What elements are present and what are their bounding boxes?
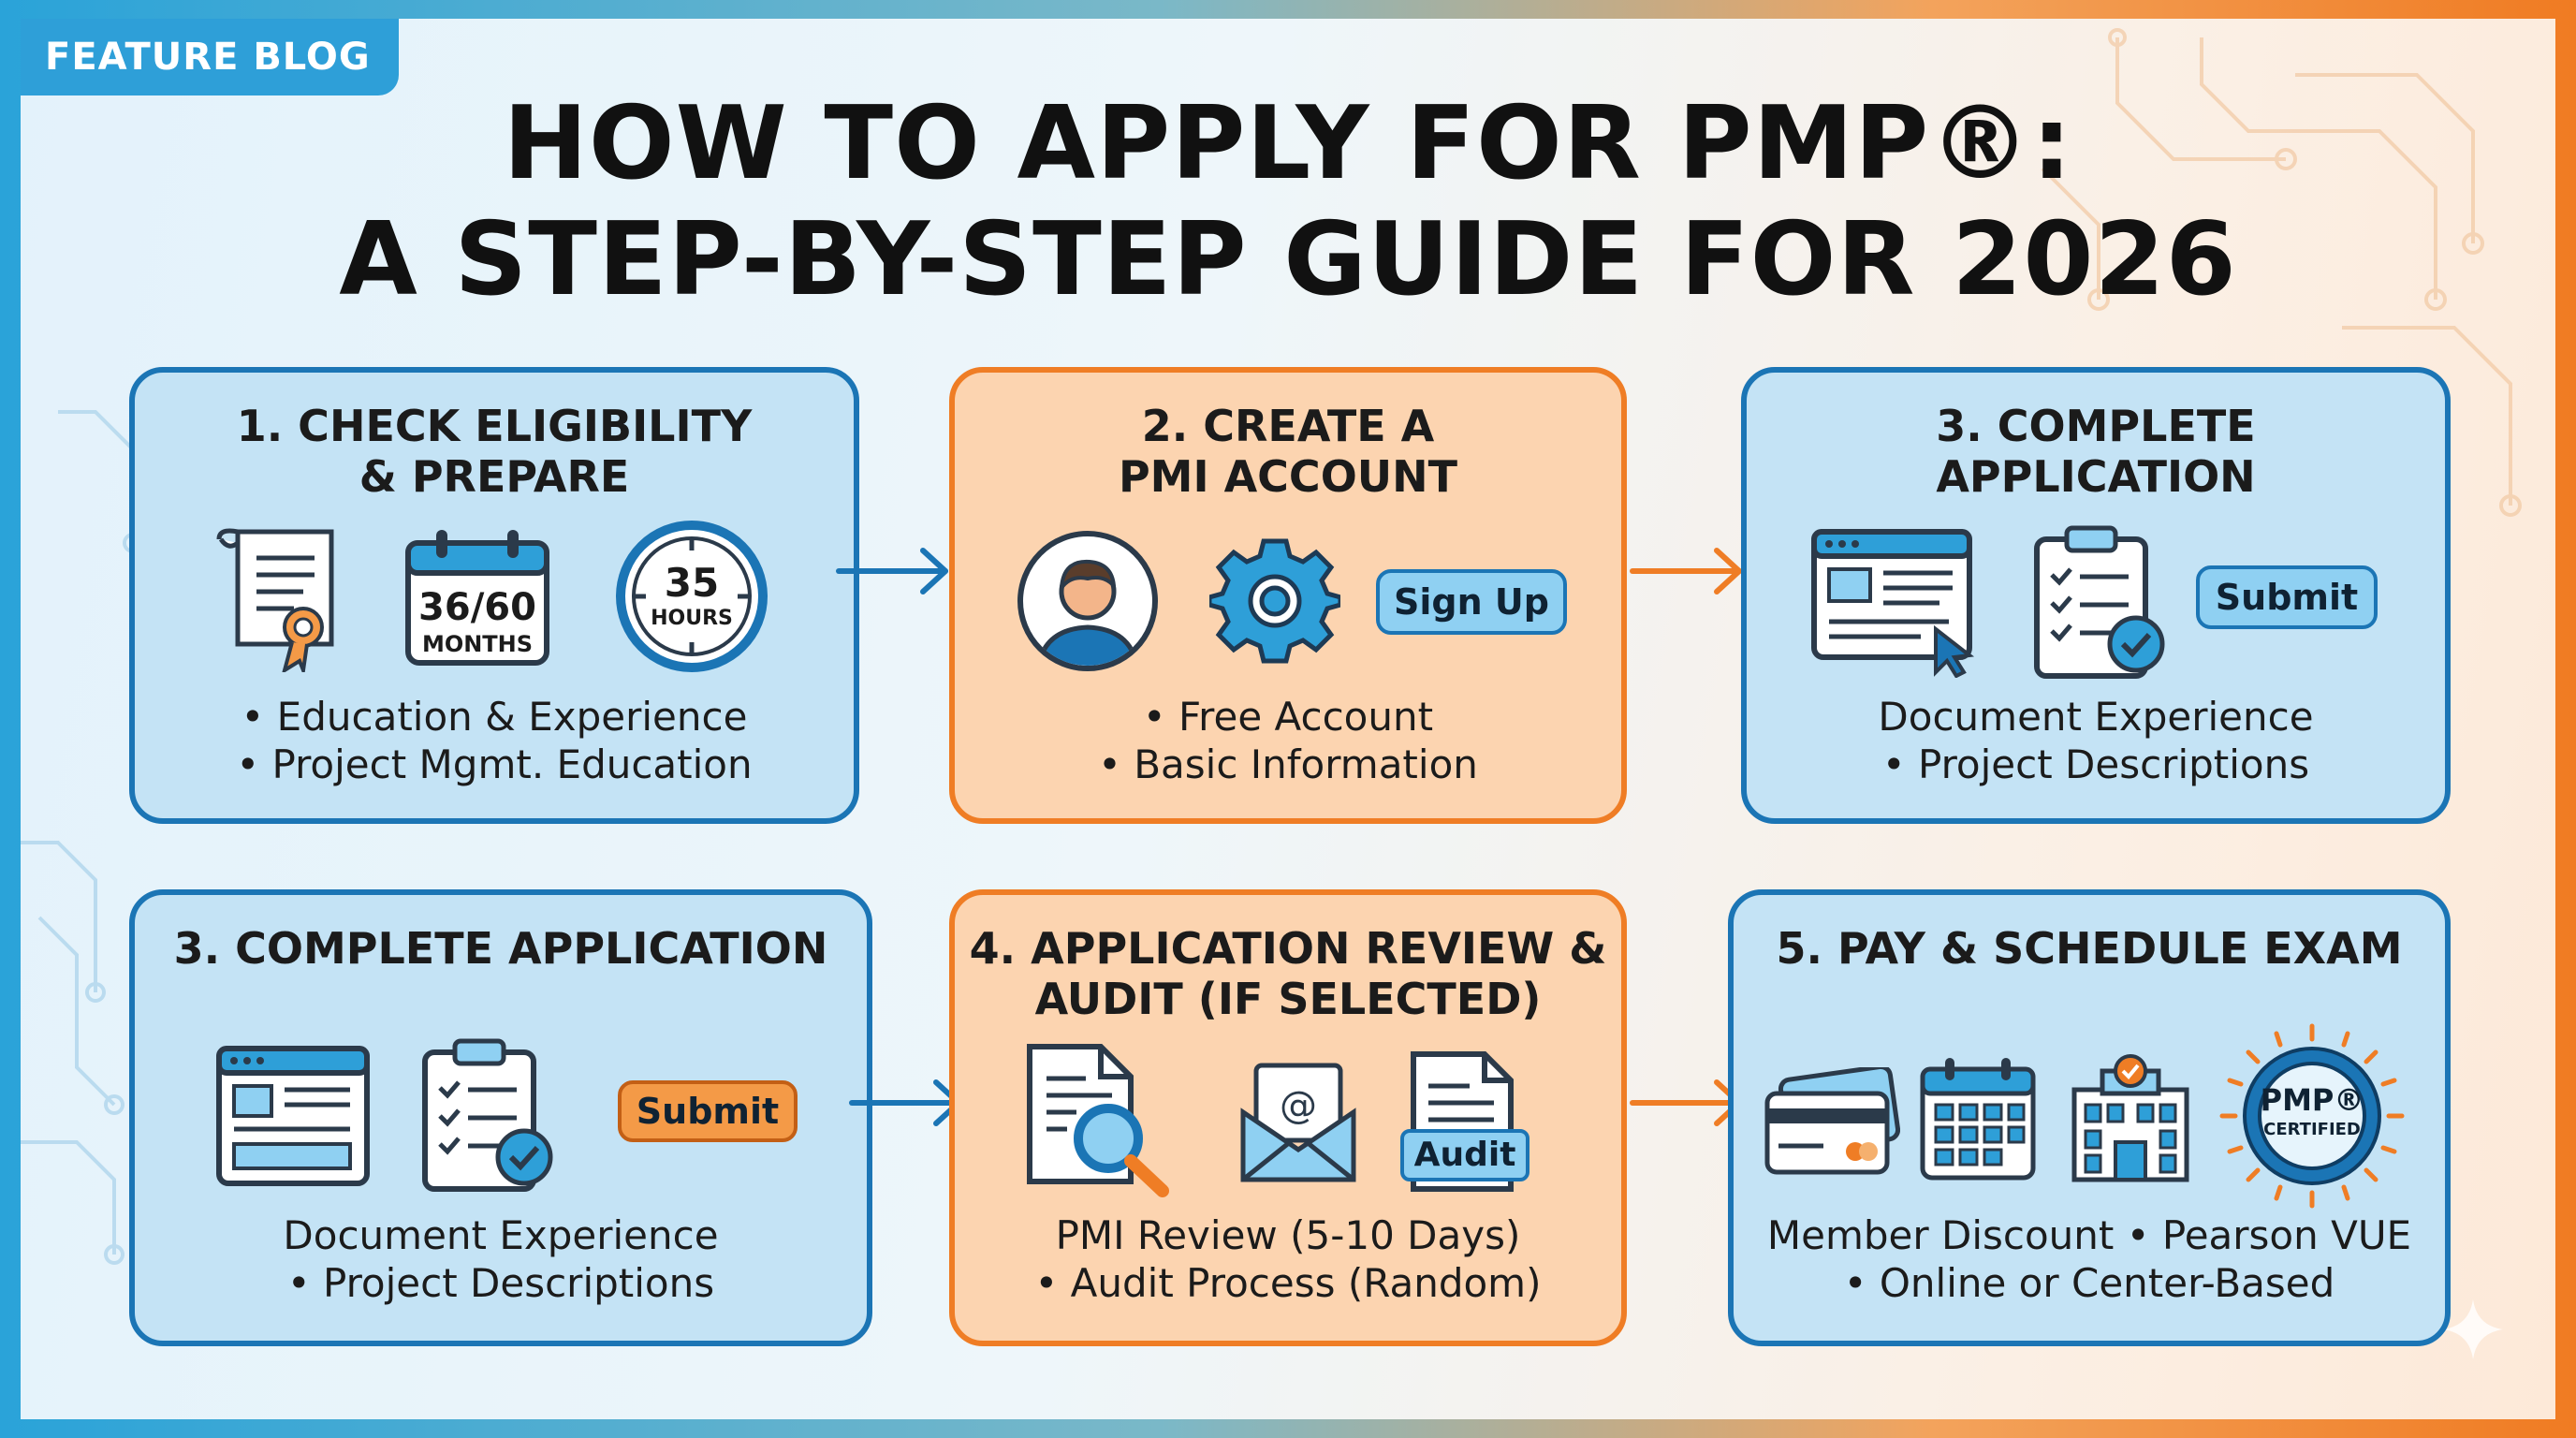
card-bullet: • Project Mgmt. Education <box>236 741 753 787</box>
circuit-background-decoration <box>21 28 2522 1359</box>
audit-label: Audit <box>1400 1129 1530 1181</box>
card-title: 4. APPLICATION REVIEW & AUDIT (IF SELECT… <box>955 923 1621 1024</box>
calendar-months-label: MONTHS <box>421 631 534 657</box>
card-bullet: PMI Review (5-10 Days) <box>1055 1212 1521 1258</box>
card-bullet: Document Experience <box>283 1212 719 1258</box>
certified-badge-icon <box>2219 1023 2405 1209</box>
step-card-check-eligibility: 1. CHECK ELIGIBILITY & PREPARE 36/60 MON… <box>129 367 859 824</box>
card-title: 3. COMPLETE APPLICATION <box>1747 401 2445 502</box>
calendar-months-value: 36/60 <box>418 586 536 629</box>
calendar-icon <box>405 530 549 666</box>
card-description: • Free Account • Basic Information <box>955 693 1621 788</box>
card-title-line: & PREPARE <box>359 451 630 502</box>
browser-window-icon <box>216 1046 370 1186</box>
step-card-pay-schedule: 5. PAY & SCHEDULE EXAM <box>1728 889 2451 1346</box>
test-center-building-icon <box>2071 1054 2189 1182</box>
gear-icon <box>1209 538 1340 664</box>
flow-arrow-icon <box>1630 548 1742 594</box>
email-envelope-icon: @ <box>1240 1063 1356 1182</box>
step-card-complete-application-top: 3. COMPLETE APPLICATION Su <box>1741 367 2451 824</box>
card-title: 2. CREATE A PMI ACCOUNT <box>955 401 1621 502</box>
card-title-line: 4. APPLICATION REVIEW & <box>969 923 1607 974</box>
card-bullet: • Basic Information <box>1098 741 1478 787</box>
card-title-line: PMI ACCOUNT <box>1118 451 1458 502</box>
svg-text:@: @ <box>1280 1084 1317 1127</box>
card-title: 1. CHECK ELIGIBILITY & PREPARE <box>135 401 854 502</box>
title-line-1: HOW TO APPLY FOR PMP®: <box>503 85 2073 202</box>
credit-card-icon <box>1764 1067 1900 1175</box>
feature-blog-tag: FEATURE BLOG <box>21 19 399 95</box>
card-bullet: Member Discount • Pearson VUE <box>1766 1212 2412 1258</box>
card-title-line: 1. CHECK ELIGIBILITY <box>236 401 753 451</box>
submit-button[interactable]: Submit <box>2196 565 2378 629</box>
card-title-line: APPLICATION <box>1936 451 2256 502</box>
user-avatar-icon <box>1017 531 1158 671</box>
clock-hours-label: HOURS <box>651 607 733 630</box>
clock-hours-value: 35 <box>664 560 720 606</box>
card-bullet: Document Experience <box>1878 694 2314 740</box>
card-bullet: • Project Descriptions <box>1881 741 2310 787</box>
card-title: 5. PAY & SCHEDULE EXAM <box>1734 923 2445 974</box>
card-description: PMI Review (5-10 Days) • Audit Process (… <box>955 1211 1621 1307</box>
step-card-application-review: 4. APPLICATION REVIEW & AUDIT (IF SELECT… <box>949 889 1627 1346</box>
card-title-line: 5. PAY & SCHEDULE EXAM <box>1776 923 2403 974</box>
clock-icon <box>616 521 768 672</box>
submit-button[interactable]: Submit <box>618 1080 798 1142</box>
card-title-line: 3. COMPLETE <box>1936 401 2256 451</box>
infographic-canvas: FEATURE BLOG HOW TO APPLY FOR PMP®: A ST… <box>21 19 2555 1419</box>
flow-arrow-icon <box>836 548 948 594</box>
certificate-icon <box>216 528 334 672</box>
card-bullet: • Online or Center-Based <box>1843 1260 2335 1306</box>
step-card-complete-application-bottom: 3. COMPLETE APPLICATION Submit Docu <box>129 889 872 1346</box>
sign-up-button[interactable]: Sign Up <box>1376 569 1567 635</box>
card-title: 3. COMPLETE APPLICATION <box>135 923 867 974</box>
title-line-2: A STEP-BY-STEP GUIDE FOR 2026 <box>339 201 2237 318</box>
certified-badge-subtitle: CERTIFIED <box>2263 1120 2361 1139</box>
card-title-line: 3. COMPLETE APPLICATION <box>173 923 828 974</box>
checklist-clipboard-icon <box>2034 525 2165 679</box>
card-description: Document Experience • Project Descriptio… <box>135 1211 867 1307</box>
browser-window-icon <box>1811 529 1975 678</box>
card-description: Member Discount • Pearson VUE • Online o… <box>1734 1211 2445 1307</box>
certified-badge-title: PMP® <box>2260 1082 2364 1118</box>
card-description: Document Experience • Project Descriptio… <box>1747 693 2445 788</box>
card-title-line: AUDIT (IF SELECTED) <box>1034 974 1542 1024</box>
card-title-line: 2. CREATE A <box>1141 401 1435 451</box>
card-bullet: • Project Descriptions <box>286 1260 715 1306</box>
document-search-icon <box>1027 1044 1169 1197</box>
card-description: • Education & Experience • Project Mgmt.… <box>135 693 854 788</box>
card-bullet: • Audit Process (Random) <box>1034 1260 1542 1306</box>
checklist-clipboard-icon <box>422 1038 553 1192</box>
page-title: HOW TO APPLY FOR PMP®: A STEP-BY-STEP GU… <box>21 86 2555 318</box>
calendar-grid-icon <box>1920 1058 2036 1181</box>
card-bullet: • Education & Experience <box>241 694 748 740</box>
step-card-create-account: 2. CREATE A PMI ACCOUNT Sign Up • Free A… <box>949 367 1627 824</box>
card-bullet: • Free Account <box>1142 694 1434 740</box>
